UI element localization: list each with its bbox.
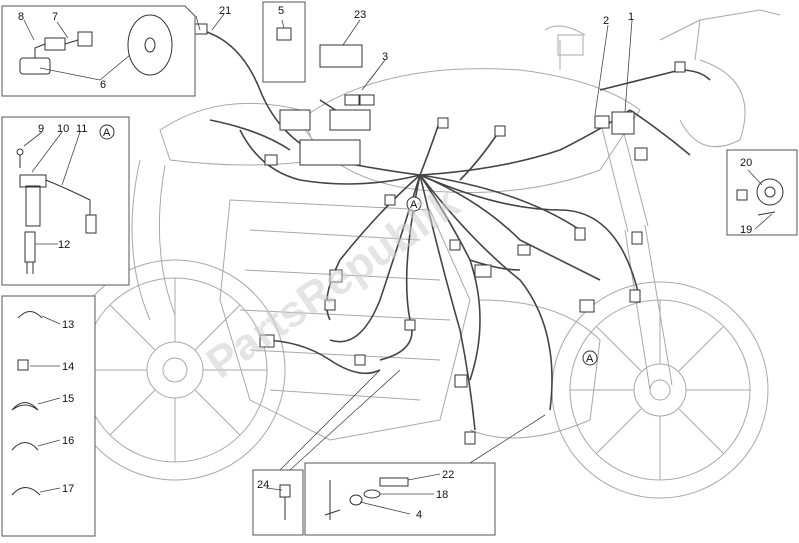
callout-11: 11 xyxy=(76,123,87,135)
callout-17: 17 xyxy=(62,483,74,495)
leader-lines xyxy=(23,13,773,515)
callout-13: 13 xyxy=(62,319,74,331)
callout-16: 16 xyxy=(62,435,74,447)
callout-numbers: 8 7 6 21 5 23 3 2 1 9 10 11 12 13 14 15 … xyxy=(18,5,752,521)
callout-7: 7 xyxy=(52,11,58,23)
motorcycle-outline xyxy=(64,9,781,499)
callout-19: 19 xyxy=(740,224,752,236)
section-a-label: A xyxy=(103,127,111,139)
harness-connectors xyxy=(194,23,686,445)
callout-15: 15 xyxy=(62,393,74,405)
callout-12: 12 xyxy=(58,239,70,251)
callout-23: 23 xyxy=(354,9,366,21)
callout-4: 4 xyxy=(416,509,422,521)
callout-5: 5 xyxy=(278,5,284,17)
wiring-harness xyxy=(199,29,711,431)
section-a-marker-right: A xyxy=(582,350,598,366)
watermark-text: PartsRepublik xyxy=(198,178,469,388)
callout-10: 10 xyxy=(57,123,69,135)
callout-21: 21 xyxy=(219,5,231,17)
callout-9: 9 xyxy=(38,123,44,135)
callout-6: 6 xyxy=(100,79,106,91)
callout-22: 22 xyxy=(442,469,454,481)
section-a-markers: A A A xyxy=(99,124,598,366)
callout-1: 1 xyxy=(628,11,634,23)
inset-parts xyxy=(11,14,784,520)
section-a-label: A xyxy=(410,199,418,211)
section-a-marker-center: A xyxy=(406,196,422,212)
callout-2: 2 xyxy=(603,15,609,27)
callout-20: 20 xyxy=(740,157,752,169)
section-a-marker-top: A xyxy=(99,124,115,140)
callout-24: 24 xyxy=(257,479,269,491)
callout-14: 14 xyxy=(62,361,74,373)
callout-18: 18 xyxy=(436,489,448,501)
callout-3: 3 xyxy=(382,51,388,63)
callout-8: 8 xyxy=(18,11,24,23)
section-a-label: A xyxy=(586,353,594,365)
